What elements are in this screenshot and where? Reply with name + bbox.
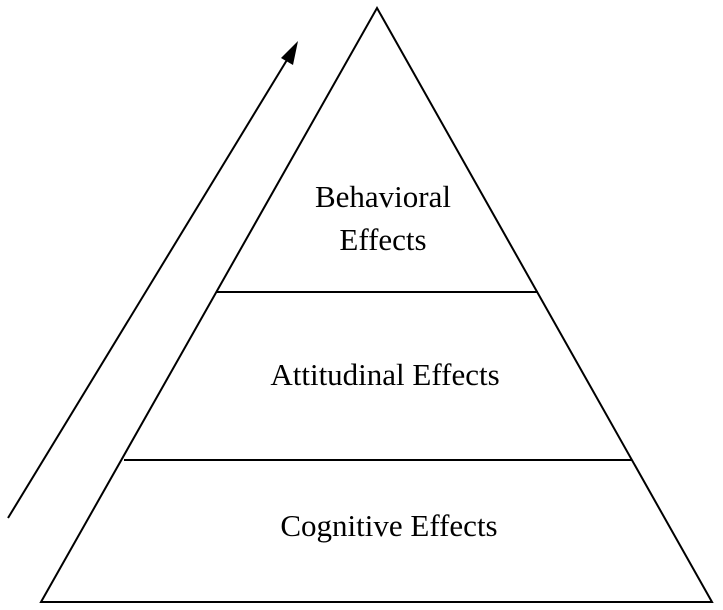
- pyramid-outline: [39, 5, 714, 603]
- level-label-attitudinal: Attitudinal Effects: [270, 357, 499, 392]
- level-label-behavioral-line1: Behavioral: [315, 179, 451, 214]
- level-label-behavioral-line2: Effects: [339, 222, 426, 257]
- upward-arrow-head: [281, 41, 298, 65]
- upward-arrow-shaft: [7, 54, 291, 519]
- level-label-cognitive: Cognitive Effects: [280, 508, 497, 543]
